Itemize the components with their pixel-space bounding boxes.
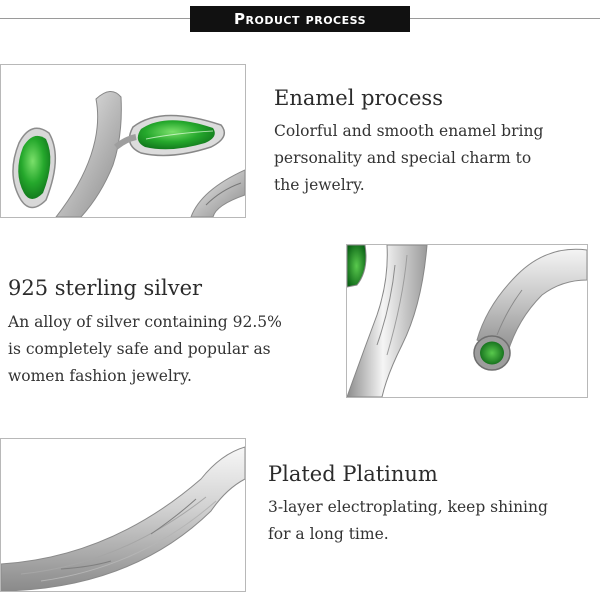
silver-description-line: women fashion jewelry. xyxy=(8,367,192,385)
enamel-description-line: personality and special charm to xyxy=(274,149,532,167)
silver-heading: 925 sterling silver xyxy=(8,276,203,300)
enamel-heading: Enamel process xyxy=(274,86,443,110)
banner-title: Product process xyxy=(234,10,366,28)
silver-description: An alloy of silver containing 92.5% is c… xyxy=(8,309,318,390)
platinum-closeup-photo xyxy=(0,438,246,592)
enamel-description-line: Colorful and smooth enamel bring xyxy=(274,122,544,140)
platinum-description-line: 3-layer electroplating, keep shining xyxy=(268,498,548,516)
product-process-banner: Product process xyxy=(190,6,410,32)
platinum-heading: Plated Platinum xyxy=(268,462,438,486)
silver-closeup-photo xyxy=(346,244,588,398)
platinum-description-line: for a long time. xyxy=(268,525,389,543)
header-rule-left xyxy=(0,18,190,19)
silver-description-line: is completely safe and popular as xyxy=(8,340,271,358)
platinum-description: 3-layer electroplating, keep shining for… xyxy=(268,494,588,548)
enamel-closeup-photo xyxy=(0,64,246,218)
silver-description-line: An alloy of silver containing 92.5% xyxy=(8,313,282,331)
enamel-description: Colorful and smooth enamel bring persona… xyxy=(274,118,574,199)
enamel-description-line: the jewelry. xyxy=(274,176,365,194)
header-rule-right xyxy=(410,18,600,19)
